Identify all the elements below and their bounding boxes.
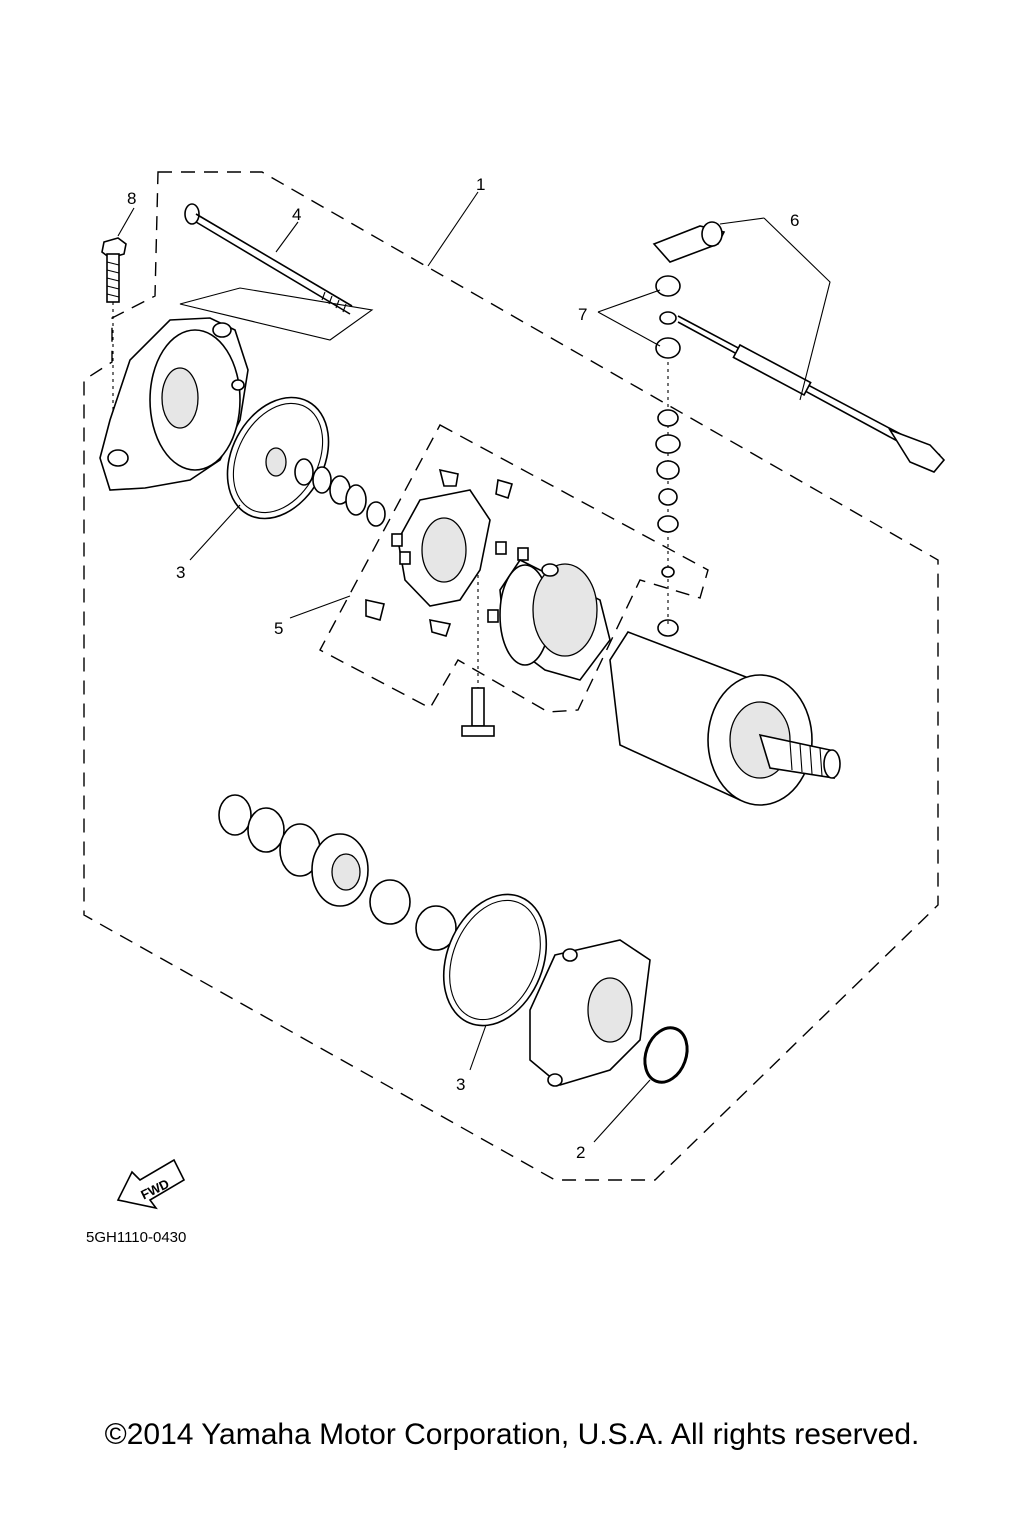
long-bolt-part-4 bbox=[179, 203, 374, 341]
rear-housing bbox=[99, 317, 249, 491]
callout-7: 7 bbox=[578, 305, 587, 324]
o-ring-part-2 bbox=[643, 1026, 689, 1084]
diagram-code: 5GH1110-0430 bbox=[86, 1229, 186, 1246]
callout-8: 8 bbox=[127, 189, 136, 208]
callout-1: 1 bbox=[476, 175, 485, 194]
callout-2: 2 bbox=[576, 1143, 585, 1162]
yoke-ring bbox=[499, 558, 611, 681]
callout-3-upper: 3 bbox=[176, 563, 185, 582]
copyright-notice: ©2014 Yamaha Motor Corporation, U.S.A. A… bbox=[104, 1418, 920, 1451]
callout-4: 4 bbox=[292, 205, 301, 224]
bushing-and-washers-upper bbox=[265, 447, 386, 527]
assembly-boundary-outline bbox=[83, 171, 939, 1181]
brush-plate bbox=[365, 468, 529, 637]
front-cover bbox=[529, 939, 651, 1087]
motor-body bbox=[609, 619, 841, 806]
terminal-washers-stack bbox=[655, 355, 681, 625]
callout-5: 5 bbox=[274, 619, 283, 638]
lead-wire-part-6 bbox=[652, 221, 946, 473]
leader-lines bbox=[117, 191, 831, 1143]
callout-6: 6 bbox=[790, 211, 799, 230]
screw bbox=[461, 575, 495, 737]
callout-3-lower: 3 bbox=[456, 1075, 465, 1094]
o-ring-part-3-lower bbox=[442, 893, 548, 1027]
fwd-arrow-icon: FWD bbox=[116, 1158, 186, 1210]
washers-and-bearings-lower bbox=[218, 794, 457, 951]
bolt-part-8 bbox=[101, 237, 127, 452]
nuts-part-7 bbox=[655, 275, 681, 359]
brush-holder-boundary bbox=[319, 424, 709, 713]
